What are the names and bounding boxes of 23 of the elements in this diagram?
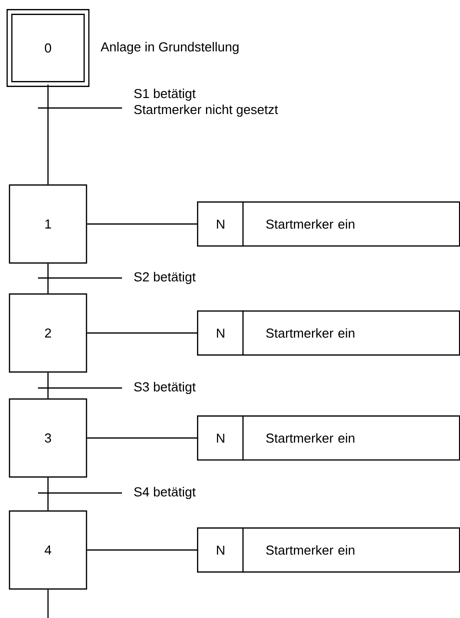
step-box: 2 (8, 293, 88, 373)
transition-connector (37, 372, 123, 399)
transition-label: S4 betätigt (134, 486, 196, 500)
step-box: 0 (6, 9, 90, 87)
transition-label: S2 betätigt (134, 272, 196, 284)
connector-line (87, 332, 197, 334)
connector-line (87, 437, 197, 439)
transition-label: S3 betätigt (134, 382, 196, 394)
action-box: N Startmerker ein (197, 415, 460, 461)
step-comment: Anlage in Grundstellung (100, 42, 238, 54)
action-box: N Startmerker ein (197, 201, 460, 247)
connector-line (87, 223, 197, 225)
transition-connector (37, 263, 123, 294)
step-box: 3 (8, 398, 88, 478)
transition-label: S1 betätigt Startmerker nicht gesetzt (134, 88, 278, 117)
transition-connector (37, 84, 123, 185)
step-box: 1 (8, 184, 88, 264)
transition-connector (37, 476, 123, 511)
step-box: 4 (8, 510, 88, 590)
connector-line (47, 590, 49, 618)
connector-line (87, 549, 197, 551)
action-box: N Startmerker ein (197, 310, 460, 356)
action-box: N Startmerker ein (197, 527, 460, 573)
